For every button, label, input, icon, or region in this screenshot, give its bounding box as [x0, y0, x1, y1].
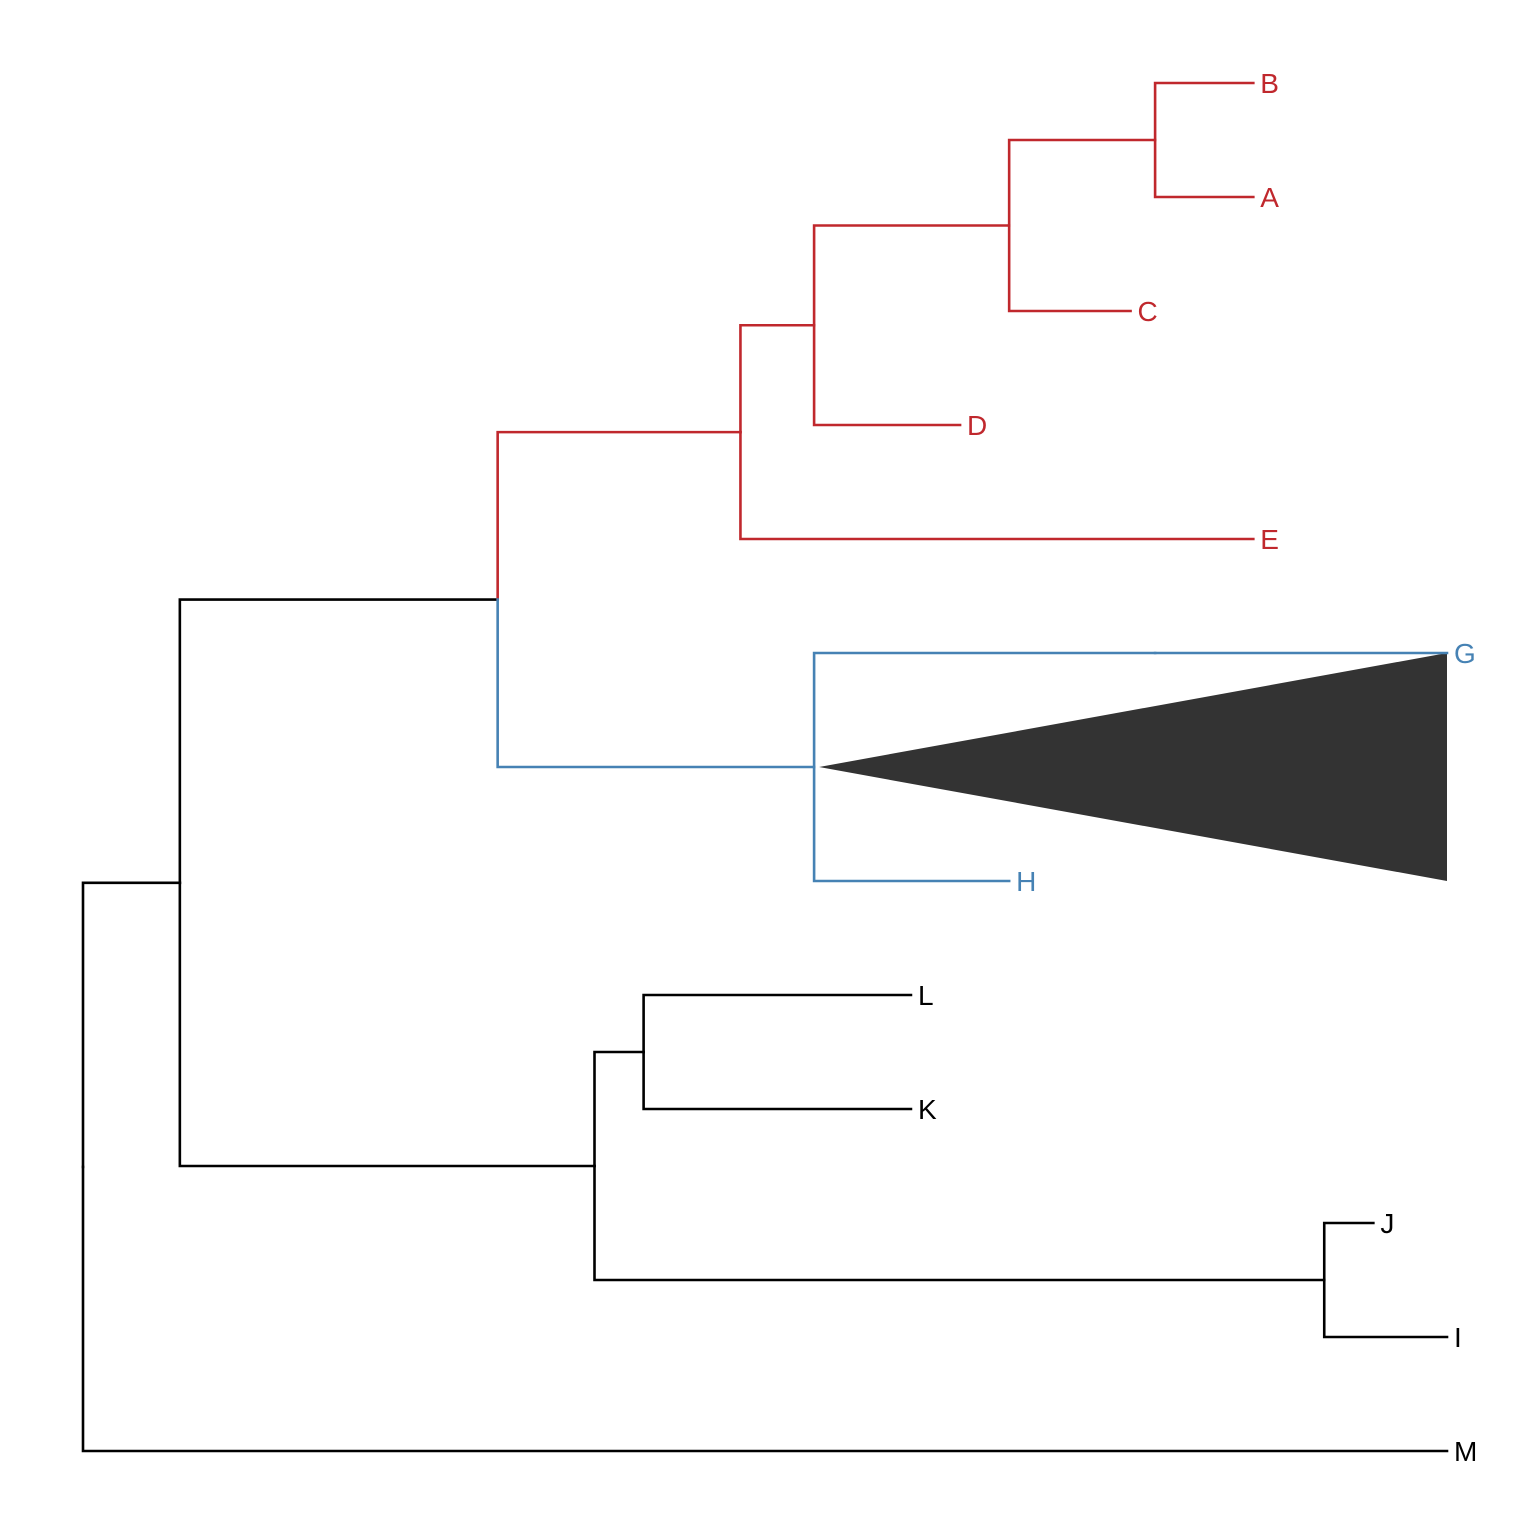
- branch-N7: [812, 224, 1011, 327]
- branch-B: [1153, 81, 1255, 142]
- tip-label-A: A: [1260, 182, 1279, 213]
- branch-N8: [1007, 138, 1157, 227]
- branch-J: [1322, 1221, 1375, 1282]
- branch-M: [81, 1165, 1449, 1453]
- branch-N11: [593, 1164, 1326, 1282]
- branch-N1: [81, 881, 182, 1169]
- branch-A: [1153, 138, 1255, 199]
- tip-label-D: D: [967, 410, 987, 441]
- tip-label-J: J: [1380, 1208, 1394, 1239]
- tip-label-G: G: [1454, 638, 1476, 669]
- branch-N9: [812, 651, 1157, 769]
- branch-I: [1322, 1278, 1449, 1339]
- tip-label-H: H: [1016, 866, 1036, 897]
- tip-label-M: M: [1454, 1436, 1477, 1467]
- collapsed-clade-triangle: [819, 653, 1447, 881]
- tip-label-C: C: [1138, 296, 1158, 327]
- branch-K: [642, 1050, 913, 1111]
- tip-label-I: I: [1454, 1322, 1462, 1353]
- branch-D: [812, 323, 962, 427]
- branch-N2: [178, 598, 499, 885]
- tip-label-K: K: [918, 1094, 937, 1125]
- tip-label-B: B: [1260, 68, 1279, 99]
- branch-C: [1007, 224, 1132, 313]
- tip-label-E: E: [1260, 524, 1279, 555]
- branch-N5: [178, 881, 596, 1168]
- branch-E: [739, 430, 1255, 541]
- branch-N3: [496, 430, 742, 601]
- branch-N6: [496, 598, 816, 769]
- tip-label-L: L: [918, 980, 934, 1011]
- branch-L: [642, 993, 913, 1054]
- branch-N10: [593, 1050, 645, 1168]
- branch-N4: [739, 323, 816, 434]
- branch-H: [812, 765, 1011, 883]
